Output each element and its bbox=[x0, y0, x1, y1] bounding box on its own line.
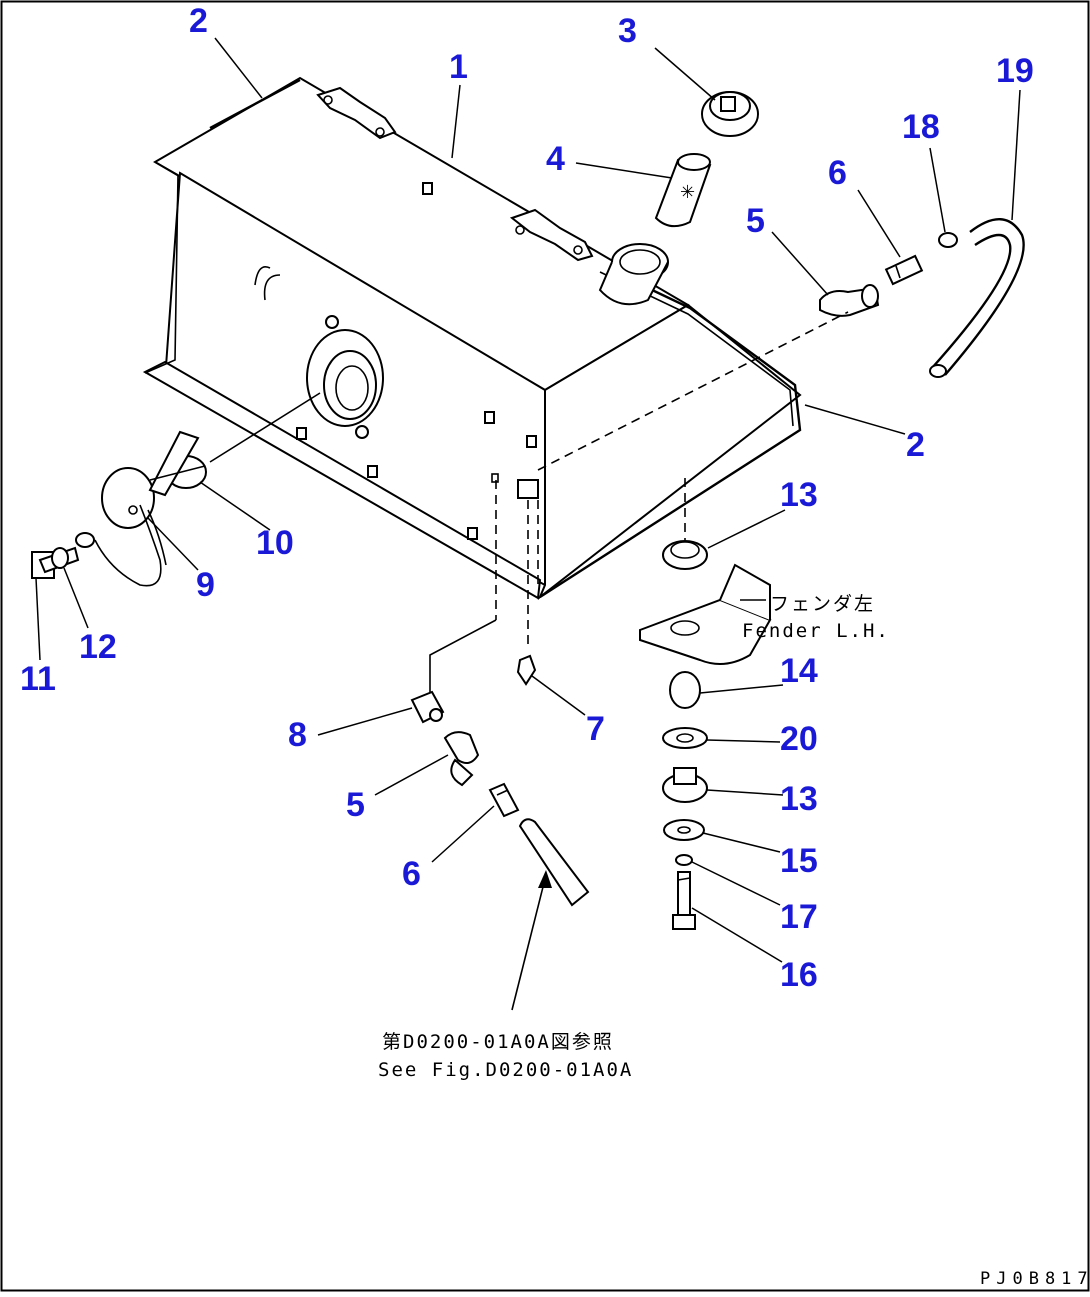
fender-note: フェンダ左 Fender L.H. bbox=[742, 593, 890, 642]
callout-19: 19 bbox=[996, 52, 1034, 90]
filler-cap bbox=[701, 91, 759, 137]
callout-1: 1 bbox=[449, 48, 468, 86]
elbow-upper bbox=[819, 284, 880, 317]
see-fig-note-en: See Fig.D0200-01A0A bbox=[378, 1059, 633, 1081]
callout-14: 14 bbox=[780, 652, 818, 690]
nipple-upper bbox=[884, 254, 924, 286]
callout-9: 9 bbox=[196, 566, 215, 604]
see-fig-note-jp: 第D0200-01A0A図参照 bbox=[382, 1031, 614, 1053]
mount-bolt bbox=[672, 871, 696, 930]
hose-upper bbox=[929, 218, 1025, 378]
callout-7: 7 bbox=[586, 710, 605, 748]
callout-11: 11 bbox=[20, 660, 56, 698]
washer-12 bbox=[51, 547, 69, 569]
callout-15: 15 bbox=[780, 842, 818, 880]
cushion-lower bbox=[662, 767, 708, 803]
fuel-tank bbox=[142, 76, 802, 601]
fender-note-jp: フェンダ左 bbox=[770, 593, 875, 615]
lock-washer-17 bbox=[675, 854, 693, 866]
clamp-upper bbox=[938, 232, 958, 248]
callout-12: 12 bbox=[79, 628, 117, 666]
see-fig-note: 第D0200-01A0A図参照 See Fig.D0200-01A0A bbox=[378, 1031, 633, 1081]
callout-16: 16 bbox=[780, 956, 818, 994]
svg-text:✳: ✳ bbox=[680, 182, 695, 203]
hose-lower bbox=[518, 818, 590, 907]
fuel-gauge-sender bbox=[94, 430, 200, 587]
washer-20 bbox=[662, 727, 708, 749]
callout-13: 13 bbox=[780, 476, 818, 514]
washer-15 bbox=[663, 819, 705, 841]
callout-4: 4 bbox=[546, 140, 565, 178]
callout-20: 20 bbox=[780, 720, 818, 758]
drawing-code: PJ0B817 bbox=[980, 1269, 1090, 1289]
strainer: ✳ bbox=[654, 153, 712, 228]
callout-6: 6 bbox=[828, 154, 847, 192]
callout-2: 2 bbox=[189, 2, 208, 40]
callout-5: 5 bbox=[346, 786, 365, 824]
callout-8: 8 bbox=[288, 716, 307, 754]
callout-3: 3 bbox=[618, 12, 637, 50]
callout-17: 17 bbox=[780, 898, 818, 936]
callout-18: 18 bbox=[902, 108, 940, 146]
collar bbox=[669, 671, 701, 709]
elbow-lower bbox=[443, 731, 480, 787]
leader-lines bbox=[35, 37, 1021, 963]
fender-note-en: Fender L.H. bbox=[742, 620, 890, 642]
fender-bracket bbox=[639, 563, 772, 665]
callout-13: 13 bbox=[780, 780, 818, 818]
callout-10: 10 bbox=[256, 524, 294, 562]
clip-9 bbox=[75, 532, 95, 548]
nipple-lower bbox=[488, 782, 520, 818]
drain-valve bbox=[516, 654, 537, 686]
callout-2: 2 bbox=[906, 426, 925, 464]
callout-labels: 2 1 3 19 18 4 6 5 2 13 10 9 12 11 14 8 7… bbox=[20, 2, 1034, 994]
elbow-8 bbox=[410, 690, 445, 724]
callout-5: 5 bbox=[746, 202, 765, 240]
callout-6: 6 bbox=[402, 855, 421, 893]
cushion-upper bbox=[662, 540, 708, 570]
